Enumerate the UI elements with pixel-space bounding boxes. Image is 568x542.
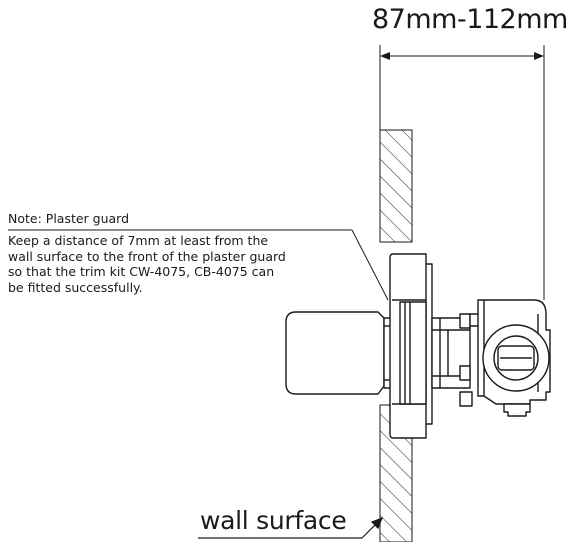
note-body: Keep a distance of 7mm at least from the… bbox=[8, 233, 338, 295]
fixing-nut-top bbox=[459, 313, 471, 329]
note-line: Keep a distance of 7mm at least from the bbox=[8, 233, 269, 248]
wall-surface-label: wall surface bbox=[200, 506, 347, 535]
note-title: Note: Plaster guard bbox=[8, 211, 130, 226]
note-line: so that the trim kit CW-4075, CB-4075 ca… bbox=[8, 264, 275, 279]
wall-upper-section bbox=[379, 129, 413, 243]
wall-label-leader bbox=[198, 516, 384, 539]
note-leader-line bbox=[8, 229, 389, 301]
bottom-outlet bbox=[503, 403, 531, 417]
note-line: wall surface to the front of the plaster… bbox=[8, 248, 286, 264]
bottom-nut bbox=[459, 391, 473, 407]
ribbed-tube bbox=[399, 301, 427, 405]
note-line: be fitted successfully. bbox=[8, 279, 143, 295]
installation-diagram bbox=[8, 45, 551, 542]
fixing-nut-bottom bbox=[459, 365, 471, 381]
dimension-indicator bbox=[379, 45, 545, 300]
plaster-guard-cap bbox=[285, 311, 385, 395]
dimension-label: 87mm-112mm bbox=[372, 4, 568, 35]
valve-assembly bbox=[285, 253, 551, 439]
